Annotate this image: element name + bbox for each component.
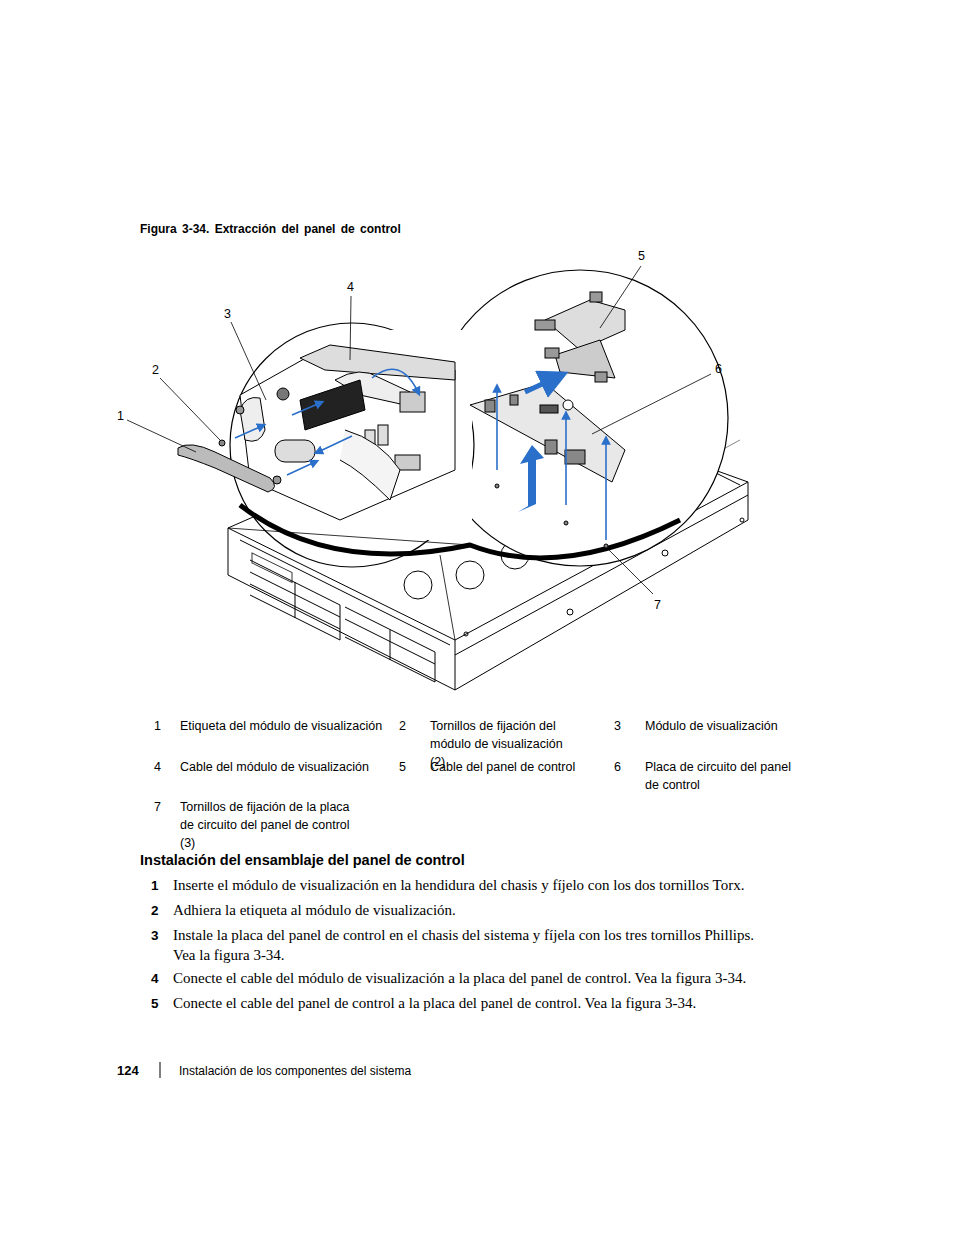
table-number: 3	[614, 717, 621, 735]
screw	[219, 440, 225, 446]
leader-lines	[127, 266, 711, 594]
running-footer: Instalación de los componentes del siste…	[179, 1063, 411, 1079]
table-number: 2	[399, 717, 406, 735]
callout-number: 6	[715, 361, 722, 378]
magnifier	[228, 270, 728, 640]
table-cell: Tornillos de fijación de la placa de cir…	[180, 798, 365, 852]
page-number: 124	[117, 1062, 139, 1080]
step-text: Conecte el cable del panel de control a …	[173, 994, 813, 1014]
step-text: Inserte el módulo de visualización en la…	[173, 876, 813, 896]
section-heading: Instalación del ensamblaje del panel de …	[140, 851, 465, 871]
table-number: 5	[399, 758, 406, 776]
figure-caption: Figura 3-34. Extracción del panel de con…	[140, 221, 401, 237]
table-cell: Etiqueta del módulo de visualización	[180, 717, 395, 735]
callout-number: 3	[224, 306, 231, 323]
table-number: 1	[154, 717, 161, 735]
table-cell: Cable del panel de control	[430, 758, 610, 776]
table-number: 4	[154, 758, 161, 776]
step-text: Instale la placa del panel de control en…	[173, 926, 773, 965]
table-number: 6	[614, 758, 621, 776]
step-number: 4	[151, 970, 159, 988]
footer-separator	[160, 1062, 161, 1078]
table-cell: Cable del módulo de visualización	[180, 758, 395, 776]
step-number: 5	[151, 995, 159, 1013]
motion-arrows	[235, 369, 606, 540]
callout-number: 5	[638, 248, 645, 265]
callout-number: 2	[152, 362, 159, 379]
table-cell: Módulo de visualización	[645, 717, 810, 735]
callout-number: 4	[347, 279, 354, 296]
step-number: 2	[151, 902, 159, 920]
step-text: Conecte el cable del módulo de visualiza…	[173, 969, 813, 989]
step-number: 1	[151, 877, 159, 895]
callout-number: 7	[654, 597, 661, 614]
slide-arrow	[525, 378, 555, 392]
callout-number: 1	[117, 408, 124, 425]
table-cell: Placa de circuito del panel de control	[645, 758, 805, 794]
label-strip	[178, 445, 275, 492]
step-text: Adhiera la etiqueta al módulo de visuali…	[173, 901, 813, 921]
step-number: 3	[151, 927, 159, 945]
display-module	[236, 345, 455, 520]
control-board	[470, 292, 625, 548]
lift-arrow	[518, 445, 544, 512]
table-number: 7	[154, 798, 161, 816]
